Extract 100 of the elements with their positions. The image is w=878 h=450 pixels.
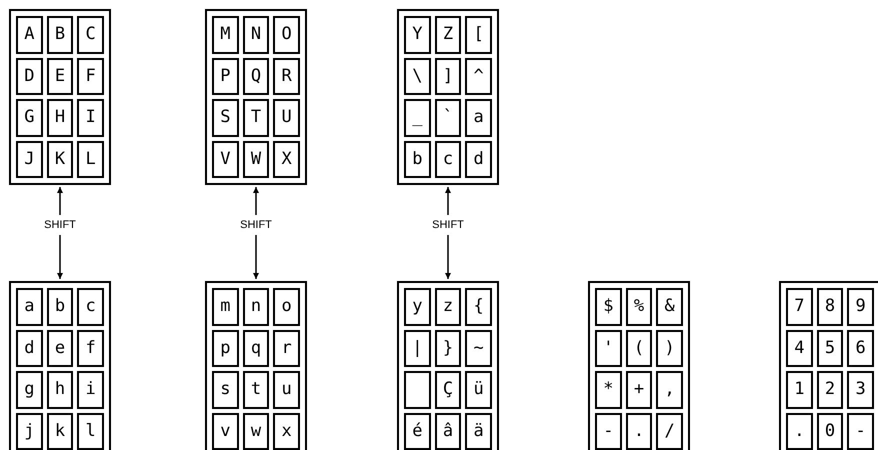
shift-label: SHIFT bbox=[236, 218, 276, 232]
arrow bbox=[253, 235, 259, 279]
key-cap: i bbox=[77, 371, 104, 408]
key-cap: 1 bbox=[786, 371, 813, 408]
key-cap: g bbox=[16, 371, 43, 408]
arrow bbox=[445, 187, 451, 215]
key-cap: o bbox=[273, 288, 300, 326]
key-cap: , bbox=[656, 371, 683, 408]
key-cap: k bbox=[46, 412, 74, 450]
key-cap: d bbox=[16, 330, 43, 367]
key-cap: d bbox=[465, 140, 492, 178]
key-cap: e bbox=[46, 330, 74, 367]
keypad-panel bbox=[9, 281, 111, 450]
key-cap: p bbox=[212, 330, 239, 367]
key-cap: A bbox=[16, 16, 43, 54]
key-cap: u bbox=[273, 371, 300, 408]
key-cap: $ bbox=[595, 288, 622, 326]
key-cap: 8 bbox=[816, 288, 844, 326]
key-cap: R bbox=[273, 58, 300, 95]
key-cap: - bbox=[595, 412, 622, 450]
key-cap: 9 bbox=[847, 288, 874, 326]
keypad-panel bbox=[779, 281, 878, 450]
key-cap: ) bbox=[656, 330, 683, 367]
key-cap: 2 bbox=[816, 371, 844, 408]
keypad-panel bbox=[397, 9, 499, 185]
key-cap: H bbox=[46, 99, 74, 136]
key-cap: - bbox=[847, 412, 874, 450]
key-cap: M bbox=[212, 16, 239, 54]
key-cap: I bbox=[77, 99, 104, 136]
key-cap: h bbox=[46, 371, 74, 408]
arrow bbox=[57, 187, 63, 215]
key-cap: | bbox=[404, 330, 431, 367]
key-cap: m bbox=[212, 288, 239, 326]
key-cap: Q bbox=[242, 58, 270, 95]
key-cap: T bbox=[242, 99, 270, 136]
key-cap: \ bbox=[404, 58, 431, 95]
key-cap: B bbox=[46, 16, 74, 54]
key-cap: 3 bbox=[847, 371, 874, 408]
key-cap: G bbox=[16, 99, 43, 136]
key-cap: j bbox=[16, 412, 43, 450]
key-cap: f bbox=[77, 330, 104, 367]
key-cap: J bbox=[16, 140, 43, 178]
key-cap: . bbox=[626, 412, 652, 450]
key-cap: é bbox=[404, 412, 431, 450]
key-cap: ] bbox=[434, 58, 462, 95]
keypad-panel bbox=[205, 9, 307, 185]
key-cap: c bbox=[77, 288, 104, 326]
keypad-panel bbox=[9, 9, 111, 185]
key-cap: F bbox=[77, 58, 104, 95]
keypad-panel bbox=[205, 281, 307, 450]
key-cap: s bbox=[212, 371, 239, 408]
key-cap: w bbox=[242, 412, 270, 450]
key-cap: ( bbox=[626, 330, 652, 367]
key-cap: x bbox=[273, 412, 300, 450]
key-cap: r bbox=[273, 330, 300, 367]
key-cap: 6 bbox=[847, 330, 874, 367]
key-cap: a bbox=[465, 99, 492, 136]
key-cap: L bbox=[77, 140, 104, 178]
key-cap: + bbox=[626, 371, 652, 408]
key-cap bbox=[404, 371, 431, 408]
key-cap: ^ bbox=[465, 58, 492, 95]
shift-label: SHIFT bbox=[428, 218, 468, 232]
shift-label: SHIFT bbox=[40, 218, 80, 232]
key-cap: ü bbox=[465, 371, 492, 408]
key-cap: K bbox=[46, 140, 74, 178]
key-cap: ä bbox=[465, 412, 492, 450]
key-cap: . bbox=[786, 412, 813, 450]
key-cap: q bbox=[242, 330, 270, 367]
key-cap: n bbox=[242, 288, 270, 326]
keypad-panel bbox=[588, 281, 690, 450]
key-cap: ~ bbox=[465, 330, 492, 367]
key-cap: X bbox=[273, 140, 300, 178]
key-cap: / bbox=[656, 412, 683, 450]
key-cap: Z bbox=[434, 16, 462, 54]
key-cap: * bbox=[595, 371, 622, 408]
key-cap: ' bbox=[595, 330, 622, 367]
key-cap: N bbox=[242, 16, 270, 54]
key-cap: 0 bbox=[816, 412, 844, 450]
key-cap: _ bbox=[404, 99, 431, 136]
key-cap: C bbox=[77, 16, 104, 54]
key-cap: } bbox=[434, 330, 462, 367]
key-cap: [ bbox=[465, 16, 492, 54]
key-cap: c bbox=[434, 140, 462, 178]
key-cap: a bbox=[16, 288, 43, 326]
keypad-panel bbox=[397, 281, 499, 450]
key-cap: l bbox=[77, 412, 104, 450]
key-cap: z bbox=[434, 288, 462, 326]
key-cap: 7 bbox=[786, 288, 813, 326]
key-cap: â bbox=[434, 412, 462, 450]
arrow bbox=[253, 187, 259, 215]
key-cap: V bbox=[212, 140, 239, 178]
key-cap: ` bbox=[434, 99, 462, 136]
key-cap: b bbox=[46, 288, 74, 326]
key-cap: 4 bbox=[786, 330, 813, 367]
key-cap: t bbox=[242, 371, 270, 408]
key-cap: Y bbox=[404, 16, 431, 54]
key-cap: S bbox=[212, 99, 239, 136]
key-cap: D bbox=[16, 58, 43, 95]
key-cap: v bbox=[212, 412, 239, 450]
key-cap: P bbox=[212, 58, 239, 95]
